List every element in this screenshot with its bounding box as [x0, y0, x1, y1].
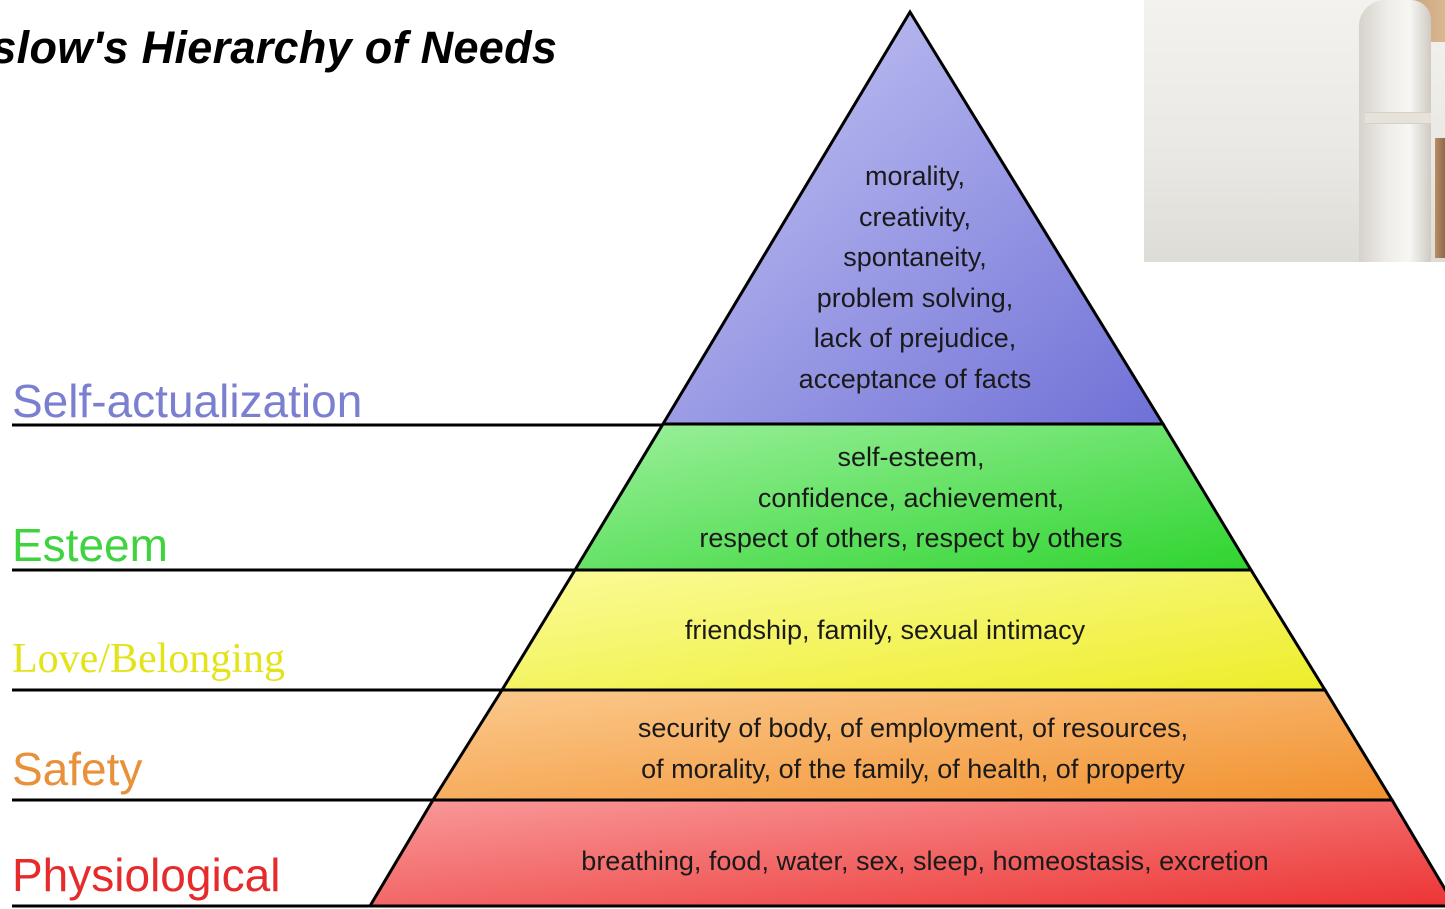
tier-text-line: creativity, [858, 201, 972, 232]
tier-text-line: self-esteem, [837, 442, 985, 472]
tier-text-line: confidence, achievement, [757, 482, 1065, 513]
label-safety: Safety [12, 743, 143, 795]
label-self-actualization: Self-actualization [12, 375, 363, 427]
photo-person [1144, 0, 1445, 262]
tier-text-self-actualization: morality, creativity, spontaneity, probl… [665, 156, 1165, 399]
tier-text-line: spontaneity, [843, 242, 987, 272]
tier-text-line: security of body, of employment, of reso… [637, 713, 1189, 743]
tier-text-line: breathing, food, water, sex, sleep, home… [581, 846, 1269, 876]
label-love-belonging: Love/Belonging [12, 636, 285, 682]
tier-text-line: lack of prejudice, [813, 323, 1017, 353]
tier-text-physiological: breathing, food, water, sex, sleep, home… [380, 841, 1445, 882]
label-physiological: Physiological [12, 849, 281, 901]
tier-text-line: friendship, family, sexual intimacy [684, 615, 1086, 645]
tier-physiological [367, 798, 1445, 908]
tier-text-esteem: self-esteem, confidence, achievement, re… [580, 437, 1242, 559]
tier-text-line: respect of others, respect by others [699, 523, 1123, 553]
tier-text-safety: security of body, of employment, of reso… [440, 708, 1386, 789]
tier-text-love-belonging: friendship, family, sexual intimacy [510, 610, 1260, 651]
tier-text-line: of morality, of the family, of health, o… [641, 753, 1185, 784]
photo-belt [1365, 112, 1431, 124]
tier-text-line: acceptance of facts [798, 363, 1032, 394]
photo-figure-body [1359, 0, 1431, 262]
tier-text-line: morality, [864, 161, 965, 191]
photo-arm [1435, 138, 1445, 258]
diagram-title: aslow's Hierarchy of Needs [0, 22, 558, 73]
label-esteem: Esteem [12, 519, 168, 571]
tier-text-line: problem solving, [816, 282, 1014, 313]
